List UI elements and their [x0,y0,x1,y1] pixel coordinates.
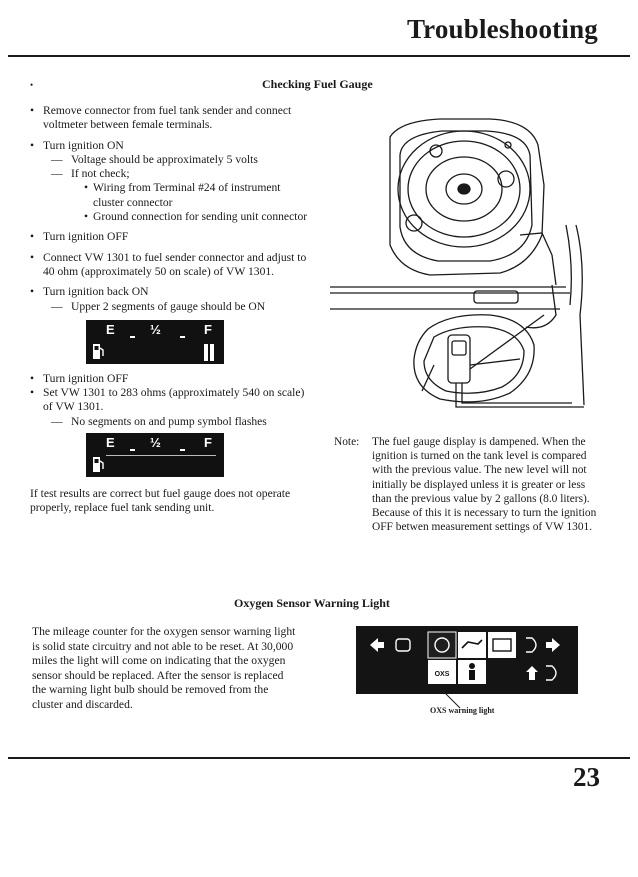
fuel-pump-icon [93,343,104,359]
page-title: Troubleshooting [406,14,598,44]
fuel-gauge-heading: Checking Fuel Gauge [262,77,373,91]
gauge-tick [180,335,185,338]
step-ignition-off-2: Turn ignition OFF [30,372,312,387]
step-set-283: Set VW 1301 to 283 ohms (approximately 5… [30,386,312,415]
oxygen-paragraph: The mileage counter for the oxygen senso… [32,625,296,711]
battery-warning-tile [488,632,516,658]
gauge-half-label: ½ [150,321,161,337]
footer-rule [8,757,630,759]
seatbelt-icon [469,663,475,669]
step-no-segments: No segments on and pump symbol flashes [30,415,312,430]
step-voltage: Voltage should be approximately 5 volts [30,153,312,168]
gauge-segment-on [204,343,208,361]
step-wiring: Wiring from Terminal #24 of instrument c… [30,181,312,210]
battery-icon [492,638,512,652]
warning-light-panel: OXS [356,626,578,694]
right-arrow-icon [546,638,560,652]
note-label: Note: [334,436,360,448]
step-upper-segments: Upper 2 segments of gauge should be ON [30,300,312,315]
seatbelt-icon-body [469,670,475,680]
page-number: 23 [573,762,600,792]
step-connect-vw1301: Connect VW 1301 to fuel sender connector… [30,251,312,280]
gauge-tick [130,335,135,338]
gauge-segments [204,343,216,361]
fuel-sender-illustration [330,118,585,408]
gauge-full-label: F [204,435,212,451]
left-arrow-icon [370,638,384,652]
gauge-empty-label: E [106,435,115,451]
high-beam-icon [526,637,537,653]
gauge-half-label: ½ [150,435,161,451]
gauge-baseline [106,455,216,457]
gauge-tick [180,449,185,452]
warning-light-icons: OXS [370,631,560,684]
step-ground: Ground connection for sending unit conne… [30,210,312,225]
low-beam-icon [546,665,557,681]
gauge-tick [130,449,135,452]
margin-dot: • [30,80,34,90]
up-arrow-icon [526,666,538,680]
fuel-gauge-display-lower: E ½ F [86,433,224,478]
header-rule [8,55,630,57]
step-remove-connector: Remove connector from fuel tank sender a… [30,104,312,133]
oil-can-icon [461,639,483,649]
gauge-full-label: F [204,321,212,337]
oxs-callout-line [441,690,461,709]
oxs-caption: OXS warning light [430,706,495,715]
fuel-gauge-steps: Remove connector from fuel tank sender a… [30,104,312,516]
oxs-tile-label: OXS [435,671,450,678]
gauge-segment-on [210,343,214,361]
step-if-not-check: If not check; [30,167,312,182]
brake-icon [434,637,450,653]
step-ignition-off: Turn ignition OFF [30,230,312,245]
step-ignition-back-on: Turn ignition back ON [30,285,312,300]
brake-warning-tile [427,631,457,659]
oil-warning-tile [458,632,486,658]
gauge-empty-label: E [106,321,115,337]
oxygen-heading: Oxygen Sensor Warning Light [234,596,390,610]
oxs-warning-tile [428,660,456,684]
fuel-pump-icon [93,457,104,473]
fuel-gauge-display-upper: E ½ F [86,319,224,364]
rear-defrost-icon [395,638,411,652]
step-ignition-on: Turn ignition ON [30,139,312,154]
note-text: The fuel gauge display is dampened. When… [372,436,597,534]
closing-paragraph: If test results are correct but fuel gau… [30,487,291,515]
